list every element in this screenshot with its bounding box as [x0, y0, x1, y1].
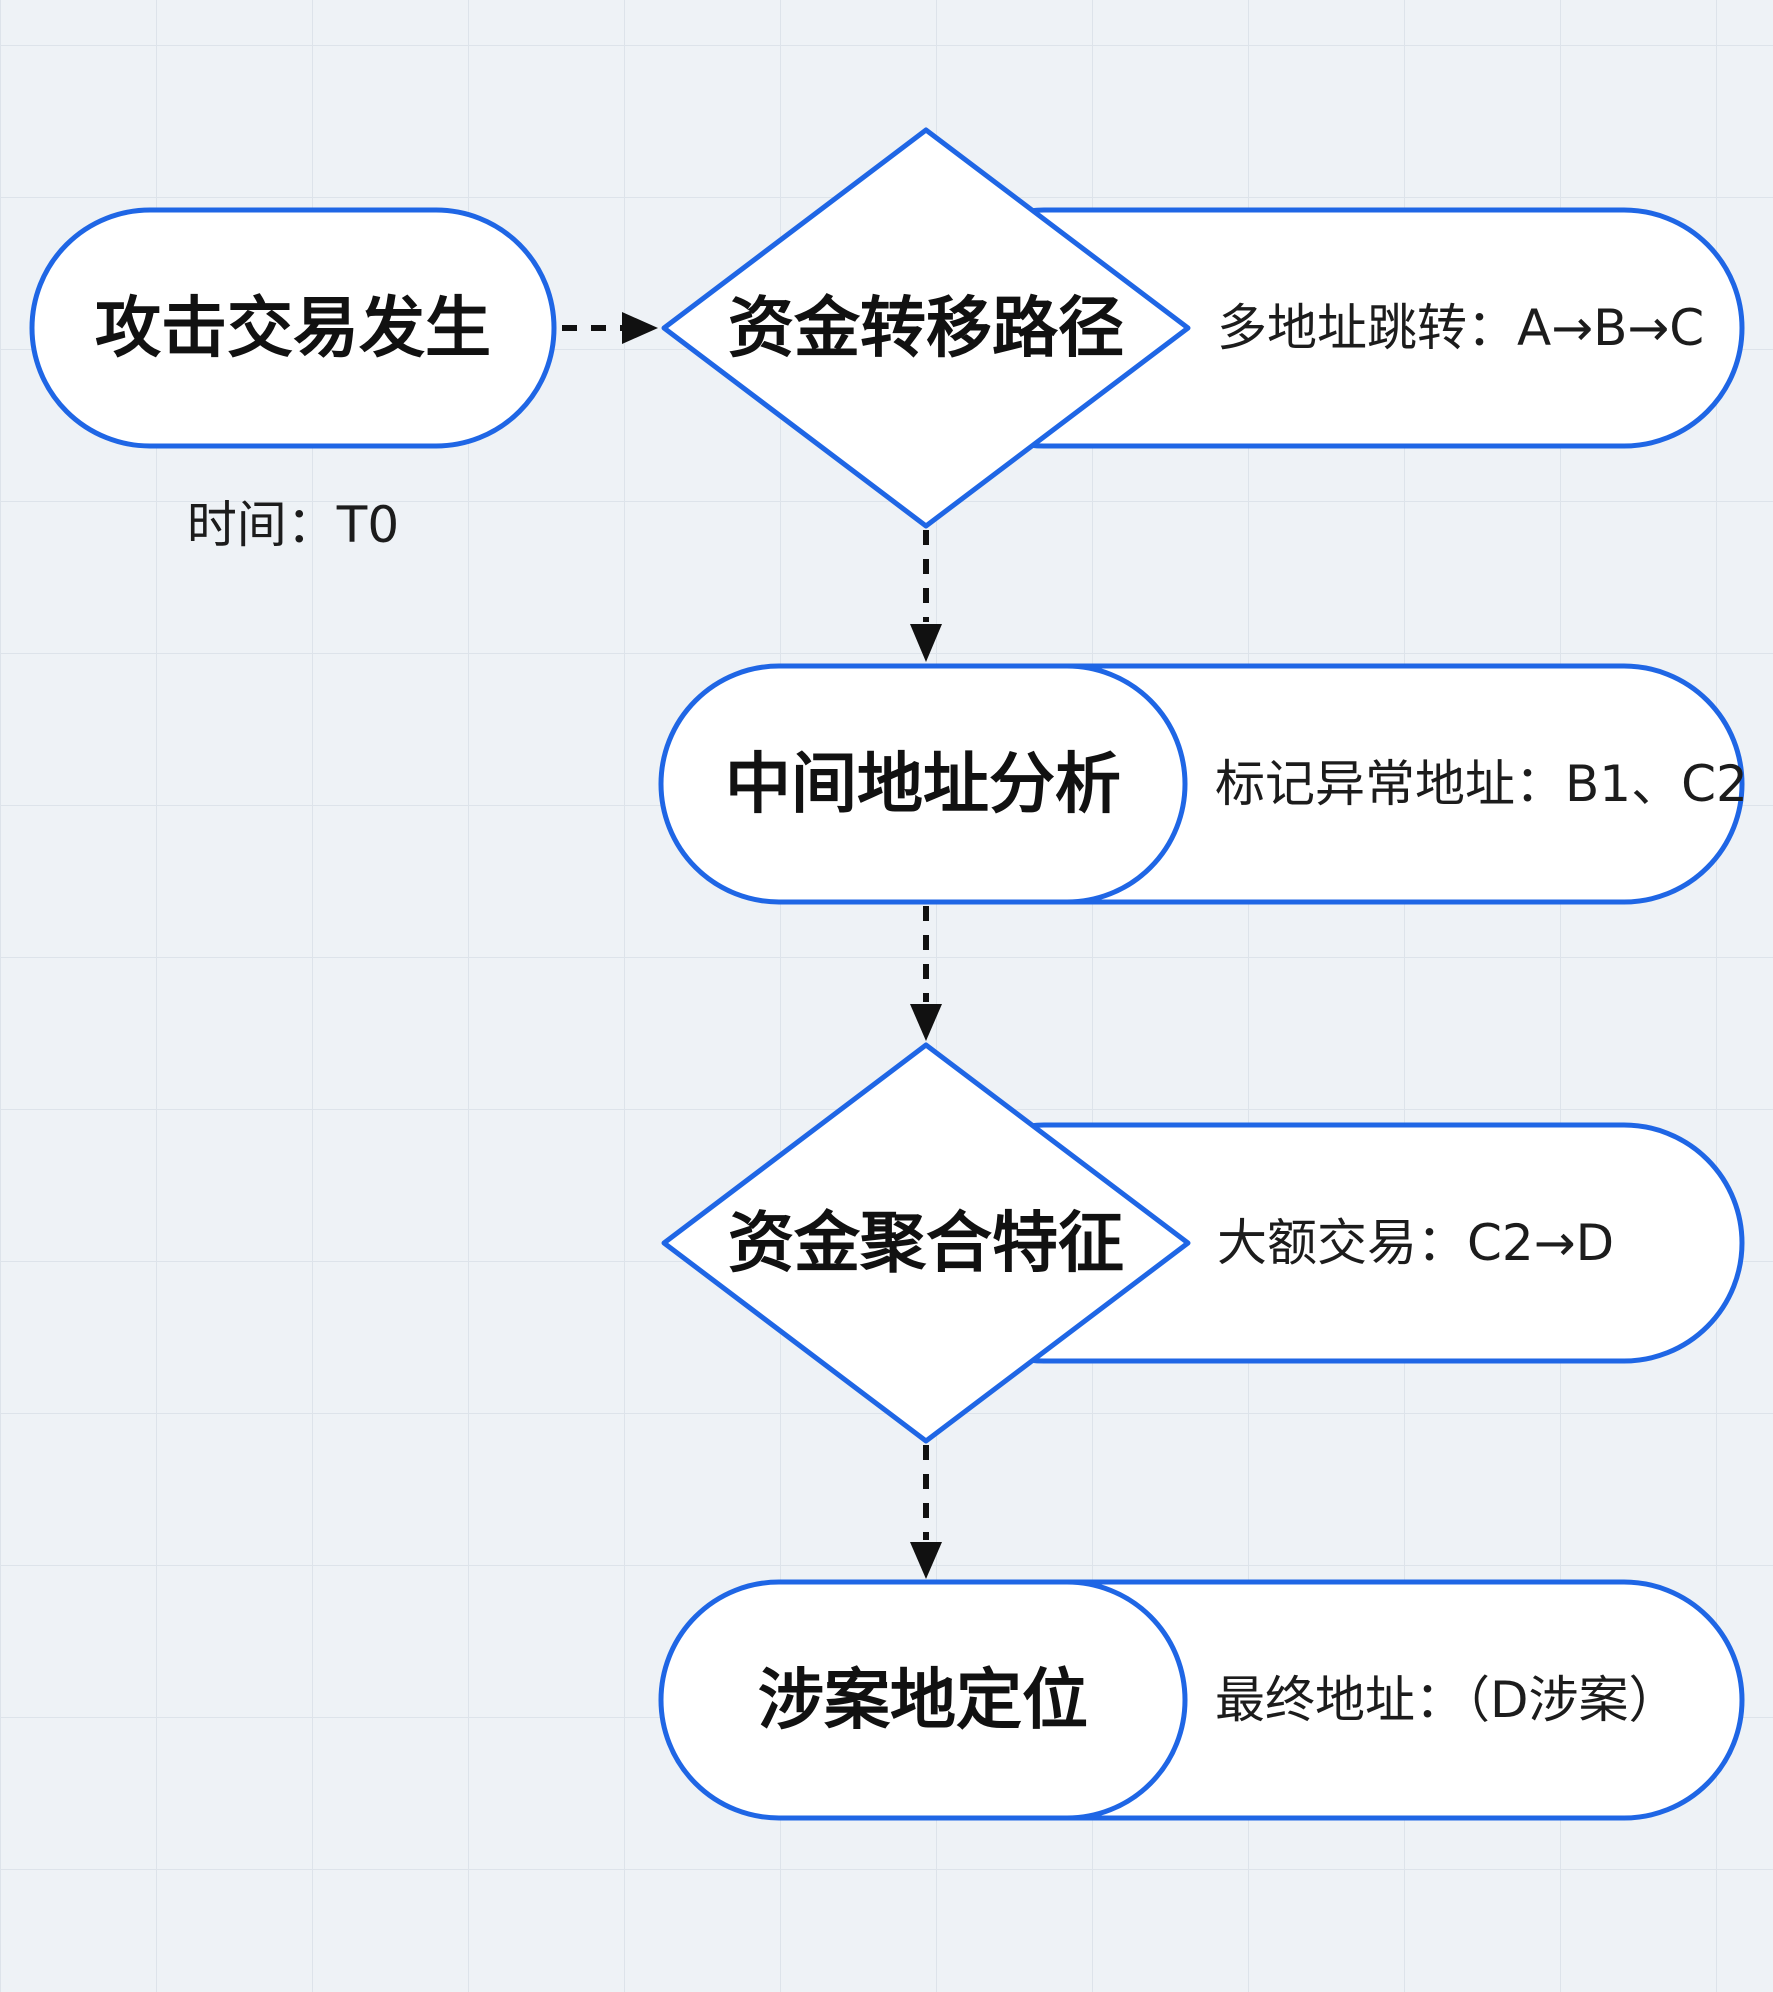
arrowhead-right-icon [622, 312, 658, 344]
node-fund-aggregation-feature-note: 大额交易：C2→D [1217, 1214, 1614, 1272]
node-fund-aggregation-feature-label: 资金聚合特征 [728, 1205, 1124, 1282]
edge-transfer-to-intermediate [910, 530, 942, 662]
node-fund-transfer-path[interactable]: 资金转移路径 多地址跳转：A→B→C [661, 127, 1745, 529]
node-attack-occurred-note: 时间：T0 [187, 496, 399, 554]
node-fund-transfer-path-label: 资金转移路径 [728, 290, 1124, 367]
edge-intermediate-to-aggregation [910, 906, 942, 1041]
node-case-location-label: 涉案地定位 [758, 1662, 1088, 1739]
arrowhead-down-icon [910, 1542, 942, 1579]
edge-attack-to-transfer [562, 312, 658, 344]
arrowhead-down-icon [910, 624, 942, 662]
node-fund-aggregation-feature[interactable]: 资金聚合特征 大额交易：C2→D [661, 1042, 1745, 1444]
node-fund-transfer-path-note: 多地址跳转：A→B→C [1217, 299, 1704, 357]
node-case-location[interactable]: 涉案地定位 最终地址：（D涉案） [658, 1579, 1745, 1821]
node-attack-occurred-label: 攻击交易发生 [95, 290, 491, 367]
node-intermediate-address-analysis[interactable]: 中间地址分析 标记异常地址：B1、C2 [658, 663, 1748, 905]
edge-aggregation-to-location [910, 1445, 942, 1579]
node-intermediate-address-analysis-label: 中间地址分析 [725, 746, 1121, 823]
node-intermediate-address-analysis-note: 标记异常地址：B1、C2 [1215, 755, 1748, 813]
arrowhead-down-icon [910, 1004, 942, 1041]
node-attack-occurred[interactable]: 攻击交易发生 [29, 207, 557, 449]
node-case-location-note: 最终地址：（D涉案） [1215, 1671, 1679, 1729]
